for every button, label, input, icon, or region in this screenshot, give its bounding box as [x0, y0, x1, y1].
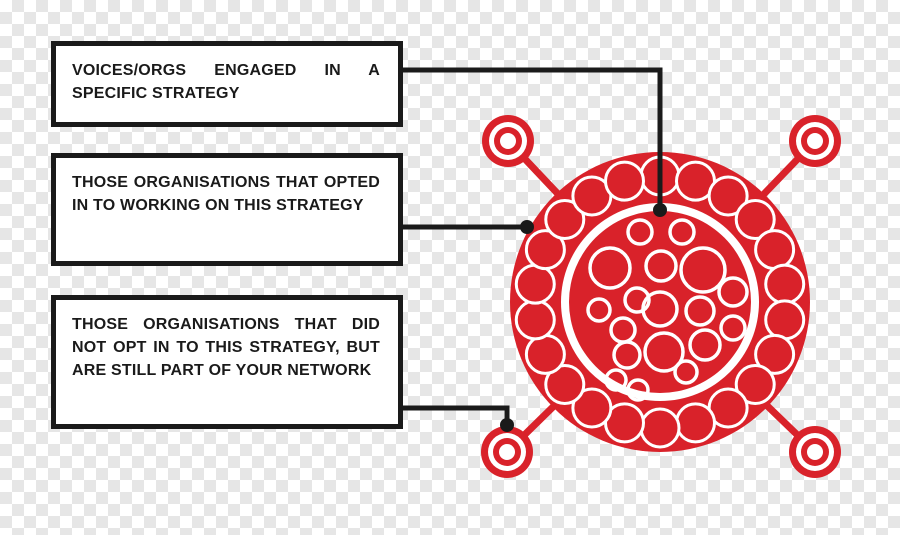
- outer-ring-circle: [514, 263, 556, 305]
- leader-line-voices-engaged: [403, 67, 663, 210]
- label-box-opted-in: THOSE ORGANISATIONS THAT OPTED IN TO WOR…: [51, 153, 403, 266]
- outer-ring-circle: [764, 263, 806, 305]
- outer-ring-circle: [604, 160, 646, 202]
- antenna-target-top-left: [482, 115, 534, 167]
- outer-ring-circle: [734, 198, 776, 240]
- outer-ring-circle: [524, 229, 566, 271]
- core-circle: [626, 378, 650, 402]
- core-circle: [673, 359, 699, 385]
- leader-dot-voices-engaged: [653, 203, 667, 217]
- outer-ring-circle: [544, 198, 586, 240]
- label-opted-in: THOSE ORGANISATIONS THAT OPTED IN TO WOR…: [72, 174, 380, 214]
- label-box-voices-engaged: VOICES/ORGS ENGAGED IN A SPECIFIC STRATE…: [51, 41, 403, 127]
- antenna-target-bottom-left: [481, 426, 533, 478]
- core-circle: [641, 290, 679, 328]
- outer-ring-circle: [524, 333, 566, 375]
- core-circle: [604, 368, 628, 392]
- core-circle: [644, 249, 678, 283]
- label-voices-engaged: VOICES/ORGS ENGAGED IN A SPECIFIC STRATE…: [72, 62, 380, 102]
- outer-ring-circle: [571, 387, 613, 429]
- outer-ring-circle: [764, 299, 806, 341]
- antenna-target-bottom-right: [789, 426, 841, 478]
- outer-ring-circle: [514, 299, 556, 341]
- inner-core-circles: [586, 218, 749, 402]
- outer-ring-circle: [707, 175, 749, 217]
- core-circle: [586, 297, 612, 323]
- label-box-not-opted-in: THOSE ORGANISATIONS THAT DID NOT OPT IN …: [51, 295, 403, 429]
- core-circle: [679, 246, 727, 294]
- antenna-targets: [481, 115, 841, 478]
- label-not-opted-in: THOSE ORGANISATIONS THAT DID NOT OPT IN …: [72, 316, 380, 379]
- outer-ring-circle: [754, 333, 796, 375]
- outer-ring-circle: [754, 229, 796, 271]
- core-circle: [688, 328, 722, 362]
- core-circle: [623, 286, 651, 314]
- core-circle: [668, 218, 696, 246]
- core-circle: [643, 331, 685, 373]
- outer-ring-circle: [544, 364, 586, 406]
- core-circle: [588, 246, 632, 290]
- leader-dot-opted-in: [520, 220, 534, 234]
- core-circle: [626, 218, 654, 246]
- core-circle: [612, 340, 642, 370]
- outer-ring-circle: [734, 364, 776, 406]
- antenna-target-top-right: [789, 115, 841, 167]
- outer-ring-circle: [639, 407, 681, 449]
- outer-ring-circle: [674, 402, 716, 444]
- core-circle: [717, 276, 749, 308]
- core-circle: [684, 295, 716, 327]
- leader-dot-not-opted-in: [500, 418, 514, 432]
- leader-line-not-opted-in: [403, 405, 510, 425]
- core-circle: [719, 314, 747, 342]
